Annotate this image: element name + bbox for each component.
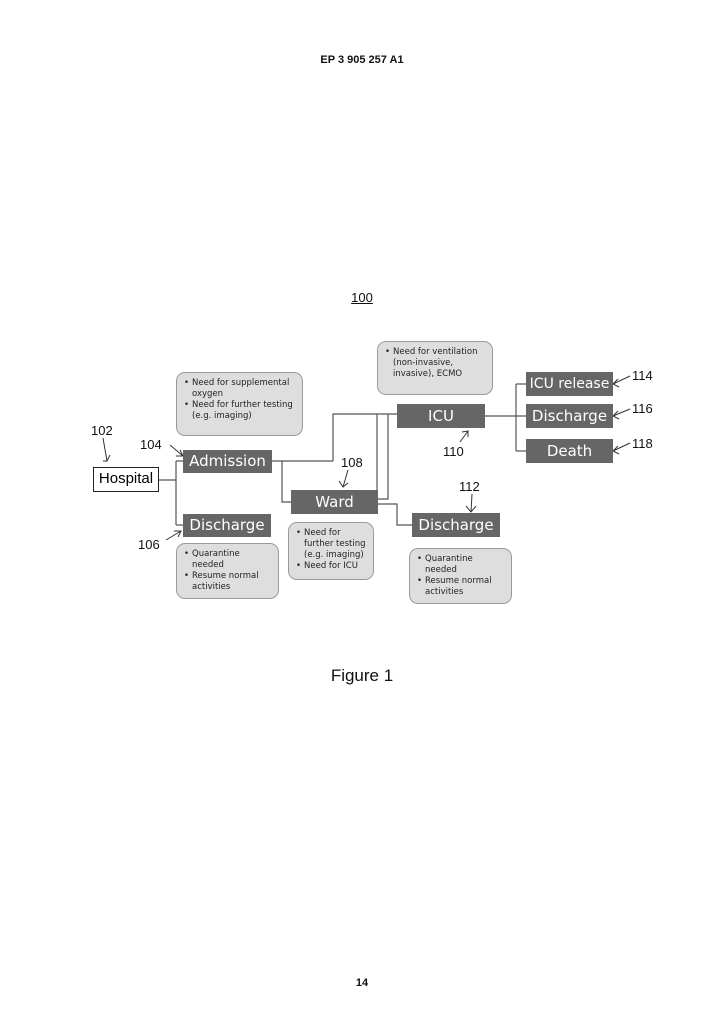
note-discharge-ward-item: Quarantine needed <box>425 554 505 576</box>
note-discharge-ward: Quarantine needed Resume normal activiti… <box>409 548 512 604</box>
note-ward-item: Need for ICU <box>304 561 367 572</box>
note-admission: Need for supplemental oxygen Need for fu… <box>176 372 303 436</box>
figure-caption: Figure 1 <box>0 666 724 686</box>
ref-label-104: 104 <box>140 437 162 452</box>
node-icu-release: ICU release <box>526 372 613 396</box>
ref-label-106: 106 <box>138 537 160 552</box>
note-admission-item: Need for further testing (e.g. imaging) <box>192 400 296 422</box>
node-discharge-icu: Discharge <box>526 404 613 428</box>
ref-label-114: 114 <box>632 368 653 383</box>
ref-label-108: 108 <box>341 455 363 470</box>
node-death: Death <box>526 439 613 463</box>
node-hospital: Hospital <box>93 467 159 492</box>
note-discharge-early-item: Quarantine needed <box>192 549 272 571</box>
note-admission-item: Need for supplemental oxygen <box>192 378 296 400</box>
note-icu-item: Need for ventilation (non-invasive, inva… <box>393 347 486 380</box>
node-icu: ICU <box>397 404 485 428</box>
ref-label-112: 112 <box>459 479 480 494</box>
ref-label-116: 116 <box>632 401 653 416</box>
ref-label-102: 102 <box>91 423 113 438</box>
node-discharge-early: Discharge <box>183 514 271 537</box>
page-number: 14 <box>0 977 724 989</box>
node-ward: Ward <box>291 490 378 514</box>
note-discharge-early-item: Resume normal activities <box>192 571 272 593</box>
note-discharge-ward-item: Resume normal activities <box>425 576 505 598</box>
node-discharge-ward: Discharge <box>412 513 500 537</box>
note-discharge-early: Quarantine needed Resume normal activiti… <box>176 543 279 599</box>
note-ward: Need for further testing (e.g. imaging) … <box>288 522 374 580</box>
note-icu: Need for ventilation (non-invasive, inva… <box>377 341 493 395</box>
ref-label-118: 118 <box>632 436 653 451</box>
note-ward-item: Need for further testing (e.g. imaging) <box>304 528 367 561</box>
node-admission: Admission <box>183 450 272 473</box>
ref-label-110: 110 <box>443 444 464 459</box>
